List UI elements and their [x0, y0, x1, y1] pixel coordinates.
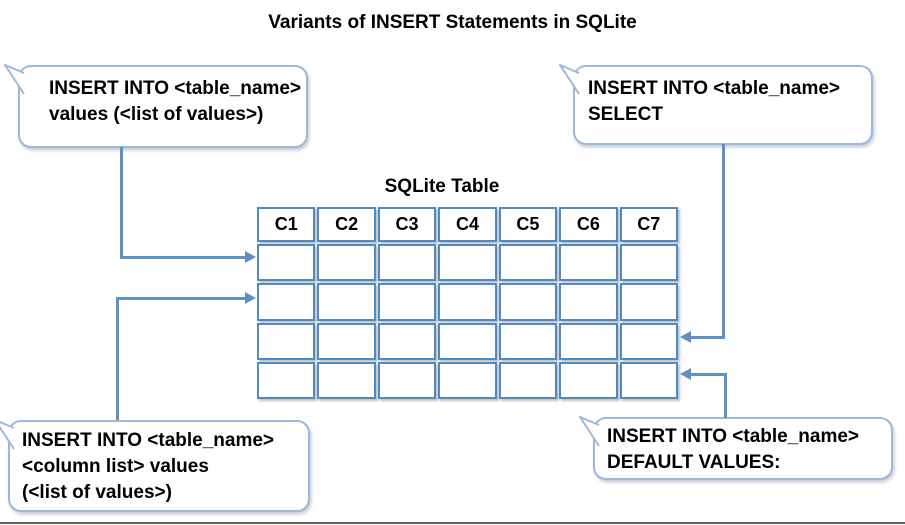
table-cell: [559, 322, 618, 360]
window-bottom-edge: [0, 522, 905, 524]
callout-line: (<list of values>): [22, 482, 172, 503]
table-cell: [257, 322, 316, 360]
callout-line: INSERT INTO <table_name>: [588, 78, 841, 99]
connector-select-vertical: [722, 144, 725, 339]
callout-tail-icon: [0, 421, 15, 450]
table-cell: [619, 283, 678, 321]
table-cell: [438, 322, 497, 360]
table-cell: [559, 361, 618, 399]
callout-tail-icon: [559, 64, 580, 95]
table-cell: [317, 283, 376, 321]
connector-default-horizontal: [691, 373, 727, 376]
table-cell: [257, 361, 316, 399]
callout-tail-icon: [4, 64, 25, 95]
arrow-right-icon: [245, 251, 256, 263]
table-cell: [377, 361, 437, 399]
column-header: C1: [257, 207, 316, 242]
column-header: C7: [619, 207, 678, 242]
sqlite-table: C1 C2 C3 C4 C5 C6 C7: [257, 207, 678, 399]
callout-line: values (<list of values>): [49, 104, 264, 125]
table-cell: [377, 244, 437, 282]
table-cell: [619, 322, 678, 360]
column-header: C6: [559, 207, 618, 242]
arrow-right-icon: [245, 292, 256, 304]
callout-insert-values: INSERT INTO <table_name> values (<list o…: [4, 64, 308, 148]
callout-insert-column-list: INSERT INTO <table_name> <column list> v…: [0, 420, 310, 512]
table-cell: [498, 244, 558, 282]
table-cell: [317, 244, 376, 282]
column-header: C4: [438, 207, 497, 242]
connector-column-list-horizontal: [116, 297, 246, 300]
table-cell: [438, 361, 497, 399]
table-cell: [559, 244, 618, 282]
table-cell: [438, 283, 497, 321]
arrow-left-icon: [680, 368, 691, 380]
connector-column-list-vertical: [116, 298, 119, 420]
column-header: C2: [317, 207, 376, 242]
table-cell: [619, 244, 678, 282]
table-cell: [498, 361, 558, 399]
table-cell: [498, 322, 558, 360]
callout-line: INSERT INTO <table_name>: [22, 430, 275, 451]
callout-insert-select: INSERT INTO <table_name> SELECT: [559, 64, 873, 145]
connector-default-vertical: [724, 374, 727, 418]
table-cell: [559, 283, 618, 321]
table-cell: [438, 244, 497, 282]
diagram-title: Variants of INSERT Statements in SQLite: [268, 12, 637, 33]
column-header: C3: [377, 207, 437, 242]
table-cell: [377, 283, 437, 321]
table-cell: [498, 283, 558, 321]
table-cell: [257, 283, 316, 321]
callout-line: SELECT: [588, 104, 663, 125]
connector-values-horizontal: [120, 256, 246, 259]
table-cell: [619, 361, 678, 399]
connector-select-horizontal: [691, 336, 725, 339]
arrow-left-icon: [680, 331, 691, 343]
column-header: C5: [498, 207, 558, 242]
table-cell: [317, 322, 376, 360]
table-cell: [317, 361, 376, 399]
table-cell: [377, 322, 437, 360]
table-caption: SQLite Table: [384, 176, 500, 197]
connector-values-vertical: [120, 147, 123, 259]
callout-line: <column list> values: [22, 456, 209, 477]
callout-tail-icon: [579, 416, 600, 447]
table-cell: [257, 244, 316, 282]
callout-line: INSERT INTO <table_name>: [49, 78, 302, 99]
callout-insert-default-values: INSERT INTO <table_name> DEFAULT VALUES:: [579, 416, 893, 480]
callout-line: DEFAULT VALUES:: [607, 452, 781, 473]
callout-line: INSERT INTO <table_name>: [607, 426, 860, 447]
